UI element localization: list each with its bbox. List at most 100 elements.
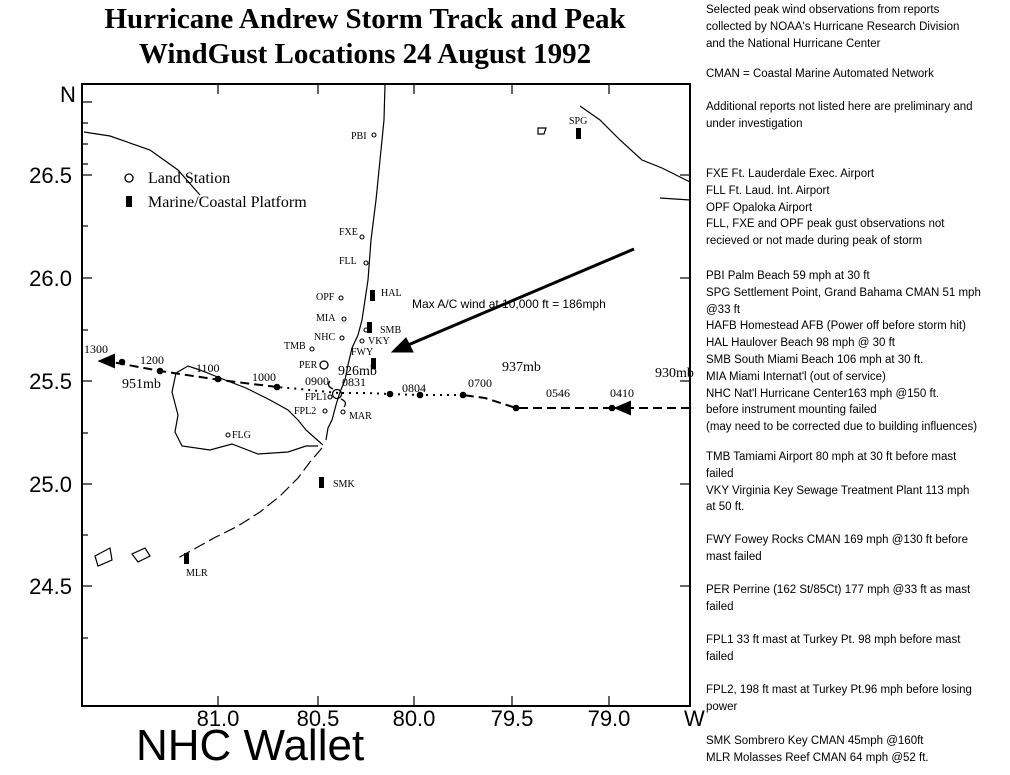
note-line: before instrument mounting failed [706,404,877,417]
note-line: PBI Palm Beach 59 mph at 30 ft [706,270,870,282]
note-paragraph: TMB Tamiami Airport 80 mph at 30 ft befo… [706,449,1010,516]
station-label-per: PER [299,360,318,371]
note-line: FLL, FXE and OPF peak gust observations … [706,218,945,231]
track-arrow-east [613,400,631,416]
pressure-label: 926mb [338,364,377,379]
note-line: under investigation [706,117,803,130]
max-wind-arrow [390,247,635,353]
lat-label: 25.0 [29,472,72,497]
platform-marker-smk [319,477,324,488]
note-paragraph: FPL2, 198 ft mast at Turkey Pt.96 mph be… [706,682,1010,716]
lat-label: 25.5 [29,369,72,394]
platform-marker-smb [367,322,372,333]
track-segment-west [111,361,278,388]
note-line: recieved or not made during peak of stor… [706,235,923,248]
station-label-mia: MIA [316,313,336,324]
key-west-island [131,547,151,563]
note-line: Additional reports not listed here are p… [706,101,973,113]
note-line: at 50 ft. [706,501,745,514]
track-point [386,390,394,398]
note-paragraph: FPL1 33 ft mast at Turkey Pt. 98 mph bef… [706,632,1010,666]
note-line: Selected peak wind observations from rep… [706,4,940,16]
note-line: HAFB Homestead AFB (Power off before sto… [706,320,966,333]
map-title-line-1: Hurricane Andrew Storm Track and Peak [104,3,626,35]
station-label-fpl1: FPL1 [305,392,327,403]
lat-label: 24.5 [29,574,72,599]
map-title: Hurricane Andrew Storm Track and Peak Wi… [30,2,700,72]
platform-marker-hal [370,290,375,301]
track-segment-landfall [338,392,463,396]
note-line: NHC Nat'l Hurricane Center163 mph @150 f… [706,387,940,400]
pressure-labels: 951mb 926mb 937mb 930mb [122,360,694,392]
station-marker-fll [363,260,369,266]
note-line: SPG Settlement Point, Grand Bahama CMAN … [706,286,981,299]
hurricane-eye-icon [327,380,347,408]
track-point [118,358,126,366]
grand-bahama [579,105,691,183]
hurricane-track-map: 26.5 26.0 25.5 25.0 24.5 81.0 80.5 80.0 … [29,82,705,731]
note-line: and the National Hurricane Center [706,37,881,50]
station-marker-per [319,360,329,370]
note-line: MIA Miami Internat'l (out of service) [706,370,886,383]
note-line: CMAN = Coastal Marine Automated Network [706,68,934,80]
keys-chain [177,447,323,559]
note-line: FPL2, 198 ft mast at Turkey Pt.96 mph be… [706,684,972,696]
latitude-labels: 26.5 26.0 25.5 25.0 24.5 [29,163,72,599]
station-label-smk: SMK [333,479,355,490]
track-time-labels: 1300 1200 1100 1000 0900 0831 0804 0700 … [84,342,634,400]
note-line: failed [706,650,734,663]
map-legend: Land Station Marine/Coastal Platform [124,170,307,211]
note-paragraph: CMAN = Coastal Marine Automated Network [706,66,1010,83]
platform-marker-spg [576,128,581,139]
note-line: SMB South Miami Beach 106 mph at 30 ft. [706,353,924,366]
note-line: collected by NOAA's Hurricane Research D… [706,20,960,33]
map-title-line-2: WindGust Locations 24 August 1992 [138,38,592,70]
note-paragraph: Additional reports not listed here are p… [706,99,1010,133]
max-wind-annotation: Max A/C wind at 10,000 ft = 186mph [412,297,606,311]
station-marker-pbi [371,132,377,138]
note-paragraph: FWY Fowey Rocks CMAN 169 mph @130 ft bef… [706,532,1010,566]
station-marker-vky [359,338,365,344]
lat-label: 26.5 [29,163,72,188]
pressure-label: 937mb [502,360,541,375]
track-point [459,391,467,399]
track-time: 0900 [305,374,329,388]
lon-label: 79.5 [491,706,534,731]
pressure-label: 951mb [122,377,161,392]
station-marker-nhc [339,335,345,341]
platform-marker-fwy [371,358,376,369]
station-label-opf: OPF [316,292,335,303]
lake-okeechobee [83,131,201,196]
station-label-tmb: TMB [284,341,306,352]
note-line: FXE Ft. Lauderdale Exec. Airport [706,168,875,180]
lon-label: 79.0 [588,706,631,731]
track-time: 0410 [610,386,634,400]
station-marker-fpl2 [322,408,328,414]
track-point [512,404,520,412]
pressure-label: 930mb [655,366,694,381]
platform-marker-mlr [184,553,189,564]
station-label-fwy: FWY [351,347,373,358]
track-time: 0700 [468,376,492,390]
track-time: 1200 [140,353,164,367]
track-point [608,404,616,412]
track-time: 1100 [196,361,220,375]
note-line: FWY Fowey Rocks CMAN 169 mph @130 ft bef… [706,534,969,546]
lat-label: 26.0 [29,266,72,291]
storm-track [97,353,690,416]
note-line: power [706,700,738,713]
note-paragraph: PBI Palm Beach 59 mph at 30 ft SPG Settle… [706,268,1010,436]
lon-label: 80.0 [393,706,436,731]
station-label-fll: FLL [339,256,357,267]
station-label-vky: VKY [368,336,390,347]
track-arrow-west [97,353,115,369]
axis-ticks [82,84,690,706]
note-paragraph: Selected peak wind observations from rep… [706,2,1010,52]
note-line: SMK Sombrero Key CMAN 45mph @160ft [706,735,924,747]
station-marker-tmb [309,346,315,352]
station-label-nhc: NHC [314,332,335,343]
note-line: @33 ft [706,303,741,316]
map-frame [81,83,691,707]
note-line: mast failed [706,550,762,563]
